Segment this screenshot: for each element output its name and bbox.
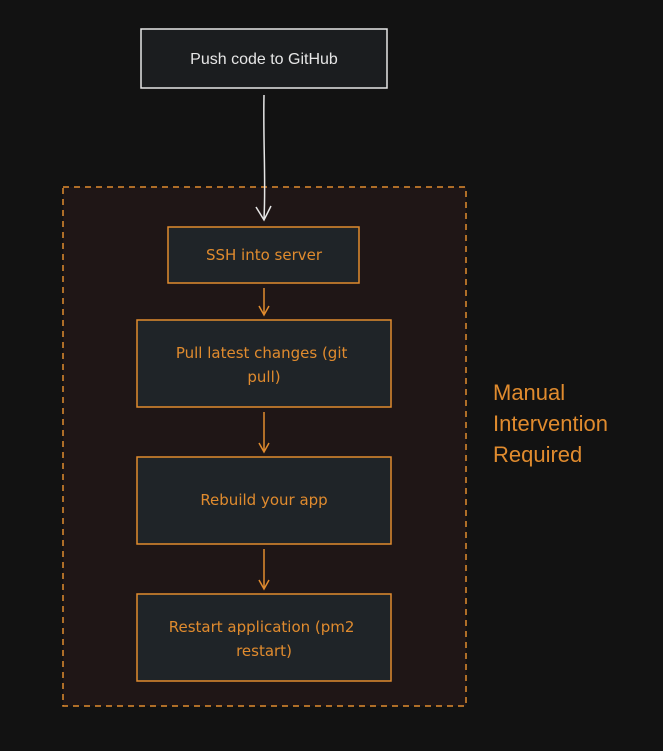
group-label-line-3: Required bbox=[493, 442, 582, 467]
step-pull-label-line-1: Pull latest changes (git bbox=[176, 344, 348, 362]
step-rebuild-label: Rebuild your app bbox=[200, 491, 327, 509]
arrow-pull-to-rebuild-head bbox=[258, 442, 270, 454]
step-restart-node[interactable] bbox=[136, 593, 392, 682]
arrow-push-to-ssh-head bbox=[255, 205, 272, 222]
group-label-line-2: Intervention bbox=[493, 411, 608, 436]
group-label: Manual Intervention Required bbox=[493, 380, 614, 467]
group-label-line-1: Manual bbox=[493, 380, 565, 405]
step-restart-label-line-2: restart) bbox=[236, 642, 292, 660]
step-restart-label: Restart application (pm2 restart) bbox=[169, 618, 360, 660]
arrow-ssh-to-pull-head bbox=[258, 305, 270, 317]
step-pull-label: Pull latest changes (git pull) bbox=[176, 344, 352, 386]
step-restart-label-line-1: Restart application (pm2 bbox=[169, 618, 355, 636]
arrow-push-to-ssh bbox=[263, 94, 266, 220]
arrow-rebuild-to-restart-head bbox=[258, 579, 270, 591]
push-code-node[interactable] bbox=[140, 28, 388, 89]
step-rebuild-node[interactable] bbox=[136, 456, 392, 545]
step-rebuild-label-line-1: Rebuild your app bbox=[200, 491, 327, 509]
step-ssh-node[interactable] bbox=[167, 226, 360, 284]
step-pull-label-line-2: pull) bbox=[247, 368, 280, 386]
step-ssh-label-line-1: SSH into server bbox=[206, 246, 323, 264]
push-code-label: Push code to GitHub bbox=[190, 51, 338, 68]
step-ssh-label: SSH into server bbox=[206, 246, 323, 264]
step-pull-node[interactable] bbox=[136, 319, 392, 408]
